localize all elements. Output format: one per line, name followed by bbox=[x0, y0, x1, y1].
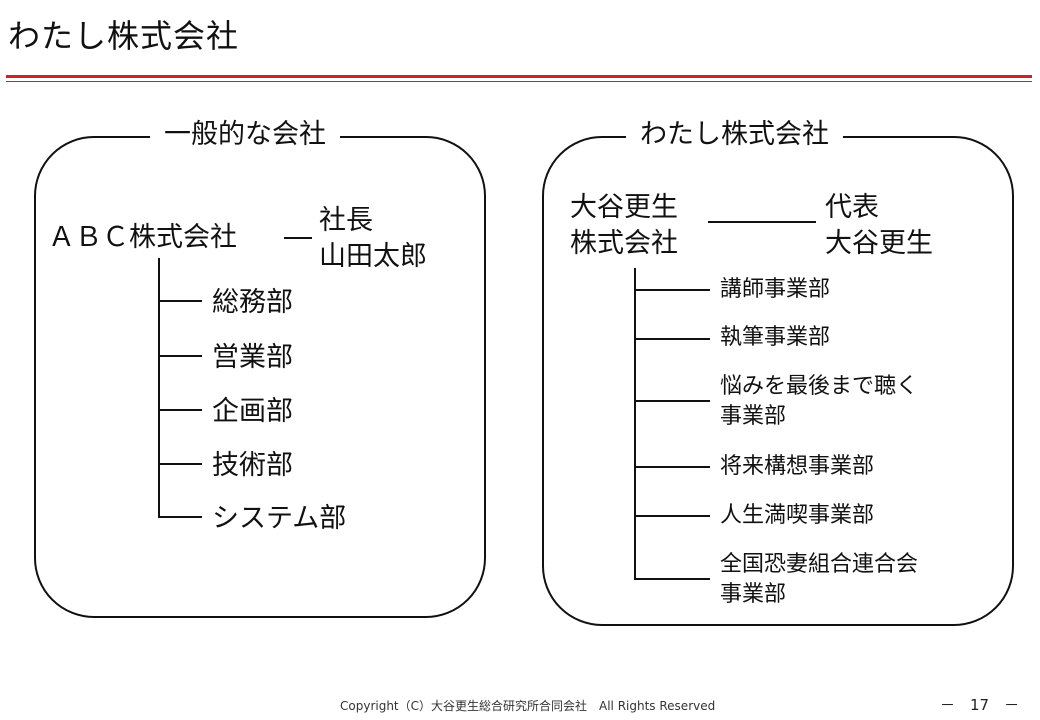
right-branch-line bbox=[634, 466, 710, 468]
right-department-line2: 事業部 bbox=[720, 404, 787, 429]
right-department: 講師事業部 bbox=[720, 276, 830, 304]
right-department-line2: 事業部 bbox=[720, 582, 787, 607]
left-trunk-line bbox=[158, 258, 160, 518]
left-org-box bbox=[34, 136, 486, 618]
left-department: システム部 bbox=[212, 503, 347, 534]
left-branch-line bbox=[158, 355, 202, 357]
right-representative: 代表 大谷更生 bbox=[825, 190, 933, 262]
left-company-name: ＡＢＣ株式会社 bbox=[48, 222, 237, 253]
right-company-name: 大谷更生 株式会社 bbox=[570, 190, 678, 262]
left-department: 技術部 bbox=[212, 450, 293, 481]
left-president: 社長 山田太郎 bbox=[319, 203, 427, 275]
right-department: 執筆事業部 bbox=[720, 324, 830, 352]
left-branch-line bbox=[158, 463, 202, 465]
right-department: 人生満喫事業部 bbox=[720, 502, 874, 530]
left-president-name: 山田太郎 bbox=[319, 241, 427, 272]
right-representative-name: 大谷更生 bbox=[825, 228, 933, 259]
right-representative-role: 代表 bbox=[825, 192, 879, 223]
right-box-title: わたし株式会社 bbox=[626, 118, 843, 152]
right-branch-line bbox=[634, 578, 710, 580]
right-representative-connector bbox=[708, 221, 816, 223]
right-department: 将来構想事業部 bbox=[720, 453, 874, 481]
right-department: 全国恐妻組合連合会 事業部 bbox=[720, 550, 918, 610]
right-trunk-line bbox=[634, 268, 636, 580]
right-company-line2: 株式会社 bbox=[570, 228, 678, 259]
slide-title: わたし株式会社 bbox=[8, 17, 240, 55]
right-branch-line bbox=[634, 400, 710, 402]
right-department: 悩みを最後まで聴く 事業部 bbox=[720, 372, 918, 432]
right-department-line1: 人生満喫事業部 bbox=[720, 503, 875, 528]
right-branch-line bbox=[634, 338, 710, 340]
footer-page-number: － 17 － bbox=[940, 696, 1020, 714]
right-department-line1: 全国恐妻組合連合会 bbox=[720, 552, 919, 577]
left-department: 企画部 bbox=[212, 396, 293, 427]
title-rule-thin bbox=[6, 81, 1032, 82]
right-branch-line bbox=[634, 515, 710, 517]
left-box-title: 一般的な会社 bbox=[150, 118, 340, 152]
right-department-line1: 講師事業部 bbox=[720, 277, 831, 302]
right-department-line1: 将来構想事業部 bbox=[720, 454, 875, 479]
footer-copyright: Copyright（C）大谷更生総合研究所合同会社 All Rights Res… bbox=[340, 699, 716, 713]
right-company-line1: 大谷更生 bbox=[570, 192, 678, 223]
right-branch-line bbox=[634, 289, 710, 291]
title-rule-thick bbox=[6, 75, 1032, 78]
left-branch-line bbox=[158, 300, 202, 302]
left-branch-line bbox=[158, 409, 202, 411]
right-department-line1: 悩みを最後まで聴く bbox=[720, 374, 919, 399]
left-department: 営業部 bbox=[212, 342, 293, 373]
right-org-box bbox=[542, 136, 1014, 626]
right-department-line1: 執筆事業部 bbox=[720, 325, 831, 350]
left-president-role: 社長 bbox=[319, 205, 373, 236]
left-branch-line bbox=[158, 516, 202, 518]
left-president-connector bbox=[284, 237, 312, 239]
left-department: 総務部 bbox=[212, 287, 293, 318]
